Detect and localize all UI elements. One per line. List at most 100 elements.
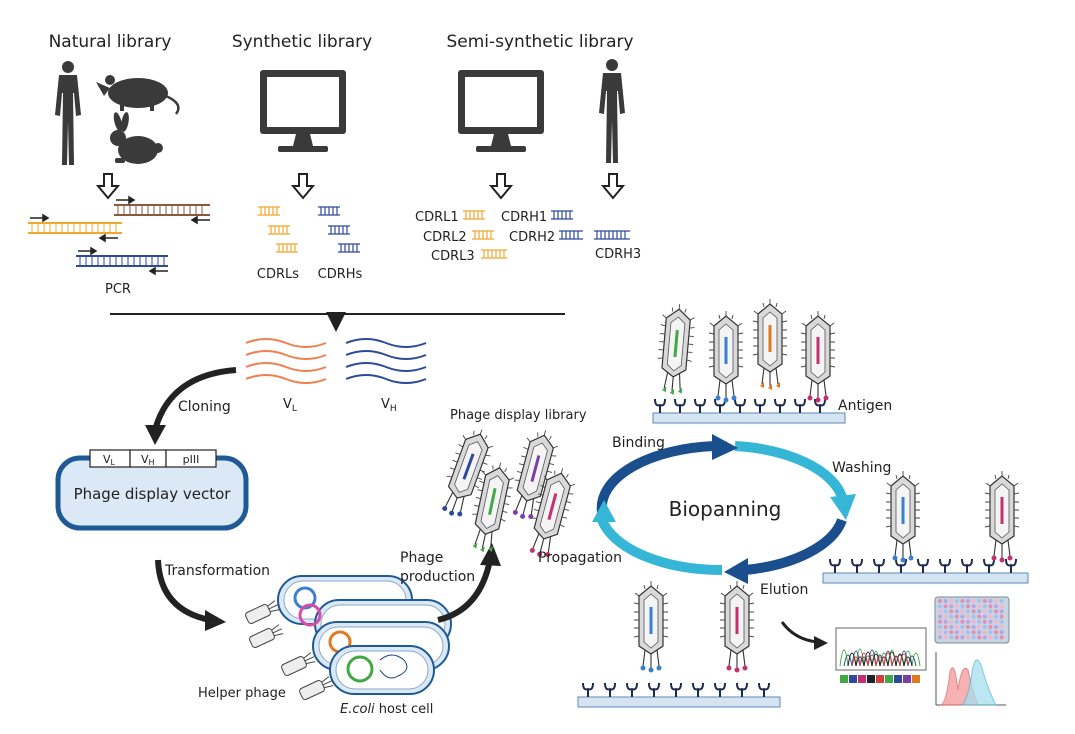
well xyxy=(982,630,987,635)
well xyxy=(938,635,942,640)
well xyxy=(999,604,1004,609)
well xyxy=(982,619,987,624)
cdrhs-label: CDRHs xyxy=(318,267,363,282)
well xyxy=(943,625,948,629)
well xyxy=(977,614,982,619)
well xyxy=(982,614,987,619)
vector-piii-segment xyxy=(165,449,217,468)
well xyxy=(943,635,948,640)
well xyxy=(977,619,982,624)
vh-label: VH xyxy=(381,397,397,414)
well xyxy=(938,614,942,619)
rat-icon xyxy=(96,75,180,115)
well xyxy=(971,604,976,609)
well xyxy=(971,630,976,635)
well-plate-icon xyxy=(934,596,1010,644)
vector-title: Phage display vector xyxy=(74,485,232,503)
helper-phage-icons xyxy=(245,600,334,701)
well xyxy=(954,604,959,609)
phage-icon xyxy=(435,423,580,558)
human-icon xyxy=(599,59,625,163)
well xyxy=(954,619,959,624)
well xyxy=(954,635,959,640)
well xyxy=(960,625,965,629)
well xyxy=(999,599,1004,603)
cdrh3-label: CDRH3 xyxy=(595,247,641,262)
well xyxy=(971,599,976,603)
well xyxy=(994,609,998,614)
well xyxy=(943,619,948,624)
well xyxy=(943,599,948,603)
phage-production-label-1: Phage xyxy=(400,550,443,566)
well xyxy=(966,630,970,635)
cdrh2-label: CDRH2 xyxy=(509,230,555,245)
well xyxy=(999,614,1004,619)
well xyxy=(999,625,1004,629)
well xyxy=(949,614,954,619)
well xyxy=(999,635,1004,640)
well xyxy=(971,625,976,629)
well xyxy=(960,630,965,635)
monitor-icon xyxy=(260,70,346,152)
well xyxy=(994,604,998,609)
biopanning-label: Biopanning xyxy=(669,497,782,521)
host-cell-label: E.coli host cell xyxy=(340,702,433,717)
well xyxy=(982,609,987,614)
cloning-arrowhead xyxy=(145,425,166,445)
well xyxy=(966,619,970,624)
well xyxy=(994,599,998,603)
binding-label: Binding xyxy=(612,435,665,451)
rabbit-icon xyxy=(110,112,163,164)
well xyxy=(994,619,998,624)
vector-piii-label: pIII xyxy=(183,453,200,466)
well xyxy=(949,619,954,624)
washing-label: Washing xyxy=(832,460,891,476)
well xyxy=(988,614,993,619)
washing-posts xyxy=(829,558,1017,574)
vl-label: VL xyxy=(283,397,297,414)
well xyxy=(960,614,965,619)
cloning-arrow xyxy=(152,367,237,431)
analysis-arrowhead xyxy=(814,636,828,650)
washing-plate xyxy=(822,572,1029,584)
cdrl1-label: CDRL1 xyxy=(415,210,459,225)
phage-production-label-2: production xyxy=(400,569,475,585)
well xyxy=(994,635,998,640)
transformation-arrowhead xyxy=(205,610,226,631)
chromatogram-icon xyxy=(835,627,927,683)
well xyxy=(999,609,1004,614)
well xyxy=(960,604,965,609)
well xyxy=(994,625,998,629)
well xyxy=(954,614,959,619)
well xyxy=(977,625,982,629)
well xyxy=(977,609,982,614)
antigen-plate xyxy=(652,412,846,424)
phage-icon xyxy=(633,580,755,673)
phage-icon xyxy=(654,298,836,403)
helper-phage-label: Helper phage xyxy=(198,686,286,701)
well xyxy=(966,609,970,614)
well xyxy=(988,635,993,640)
well xyxy=(938,625,942,629)
well xyxy=(982,625,987,629)
well xyxy=(938,604,942,609)
well xyxy=(971,619,976,624)
well xyxy=(971,609,976,614)
phage-icon xyxy=(885,470,1020,563)
biopanning-cycle-arrowheads xyxy=(592,434,856,584)
well xyxy=(949,604,954,609)
well xyxy=(938,599,942,603)
well xyxy=(966,614,970,619)
semi-synthetic-library-title: Semi-synthetic library xyxy=(446,32,633,52)
well xyxy=(977,635,982,640)
well xyxy=(949,625,954,629)
vector-vl-label: VL xyxy=(103,453,116,467)
cdrl2-label: CDRL2 xyxy=(423,230,467,245)
elution-plate xyxy=(577,696,781,708)
well xyxy=(971,614,976,619)
bacterium-icon xyxy=(277,575,452,695)
vector-vh-label: VH xyxy=(141,453,155,467)
well xyxy=(960,599,965,603)
well xyxy=(949,609,954,614)
